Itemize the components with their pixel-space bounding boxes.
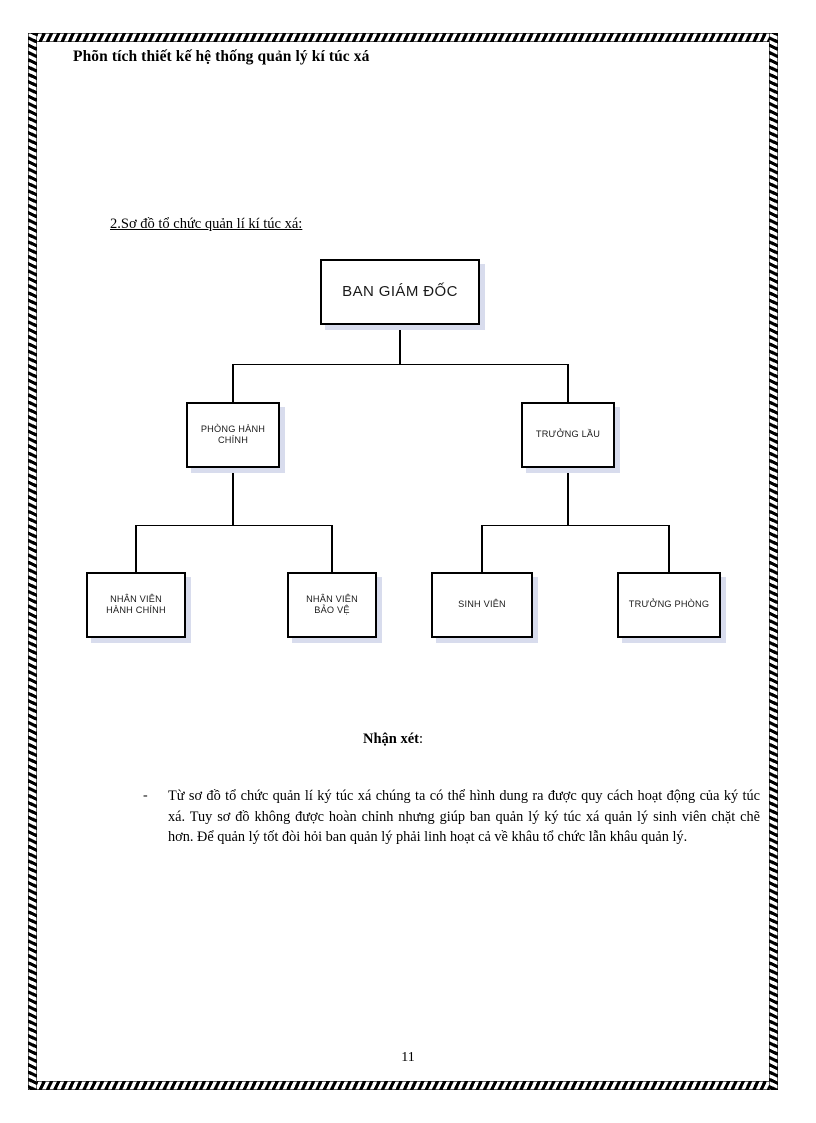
org-node-truong-lau[interactable]: TRƯỞNG LẦU [521,402,615,468]
connector-right-bus [481,524,669,527]
org-node-label-line1: TRƯỞNG PHÒNG [628,599,710,610]
org-node-sinh-vien[interactable]: SINH VIÊN [431,572,533,638]
remark-paragraph: Từ sơ đồ tổ chức quản lí ký túc xá chúng… [168,788,760,845]
org-node-label-line1: TRƯỞNG LẦU [535,429,601,440]
page-title: Phõn tích thiết kế hệ thống quản lý kí t… [73,48,370,65]
bullet-marker: - [143,788,148,803]
border-edge-left [28,33,37,1090]
org-node-label-line1: PHÒNG HÀNH [200,423,266,434]
org-node-ban-giam-doc[interactable]: BAN GIÁM ĐỐC [320,259,480,325]
connector-root-stem [399,325,401,364]
remark-heading: Nhận xét: [363,731,423,748]
org-node-label-line1: NHÂN VIÊN [306,593,358,604]
remark-heading-colon: : [419,731,424,747]
org-node-truong-phong[interactable]: TRƯỞNG PHÒNG [617,572,721,638]
connector-to-nhan-vien-bao-ve [331,524,333,573]
org-node-label-line1: NHÂN VIÊN [110,593,162,604]
org-node-nhan-vien-bao-ve[interactable]: NHÂN VIÊN BẢO VỆ [287,572,377,638]
org-node-label-line2: BẢO VỆ [314,605,350,615]
org-node-label-line1: SINH VIÊN [458,599,506,610]
connector-to-truong-lau [567,363,569,403]
remark-heading-text: Nhận xét [363,731,419,747]
connector-to-sinh-vien [481,524,483,573]
org-node-label-line2: HÀNH CHÍNH [106,605,166,615]
connector-to-truong-phong [668,524,670,573]
org-node-nhan-vien-hanh-chinh[interactable]: NHÂN VIÊN HÀNH CHÍNH [86,572,186,638]
connector-level2-bus [232,363,568,366]
connector-right-stem [567,468,569,525]
border-edge-bottom [28,1081,778,1090]
org-node-phong-hanh-chinh[interactable]: PHÒNG HÀNH CHÍNH [186,402,280,468]
page-number: 11 [401,1050,415,1065]
border-edge-top [28,33,778,42]
border-edge-right [769,33,778,1090]
connector-to-phong-hanh-chinh [232,363,234,403]
org-node-label: BAN GIÁM ĐỐC [342,282,458,300]
connector-left-stem [232,468,234,525]
connector-to-nhan-vien-hanh-chinh [135,524,137,573]
org-node-label-line2: CHÍNH [217,435,249,445]
decorative-page-border [28,33,778,1090]
section-heading: 2.Sơ đồ tổ chức quản lí kí túc xá: [110,216,303,232]
connector-left-bus [135,524,332,527]
